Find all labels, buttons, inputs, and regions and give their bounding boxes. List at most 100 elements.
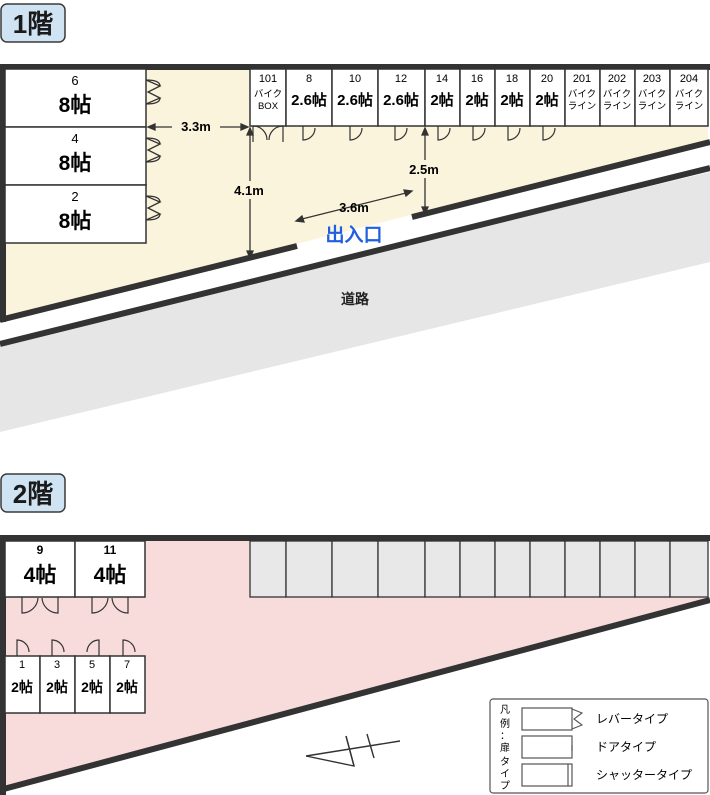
unit-12-size: 2.6帖: [383, 91, 419, 109]
unit-101-number: 101: [259, 73, 277, 85]
unit-202-line2: ライン: [603, 101, 632, 112]
unit-10-size: 2.6帖: [337, 91, 373, 109]
room-5-number: 5: [89, 659, 95, 671]
dim-3-3m: 3.3m: [181, 119, 211, 134]
unit-18-number: 18: [506, 73, 518, 85]
unit-203-line2: ライン: [638, 101, 667, 112]
unit-203-number: 203: [643, 73, 661, 85]
double-door-icons: [21, 597, 129, 614]
unit-202[interactable]: [599, 68, 636, 127]
room-5[interactable]: [74, 655, 111, 714]
unit-202-number: 202: [608, 73, 626, 85]
room-11-size: 4帖: [94, 564, 127, 587]
legend-door-label: ドアタイプ: [596, 740, 656, 754]
room-1-number: 1: [19, 659, 25, 671]
room-11[interactable]: [74, 540, 146, 598]
legend-door-icon: [521, 735, 573, 759]
unit-8-size: 2.6帖: [291, 91, 327, 109]
unit-14-number: 14: [436, 73, 448, 85]
room-1-size: 2帖: [11, 679, 33, 695]
unit-201[interactable]: [564, 68, 601, 127]
unit-20-size: 2帖: [535, 91, 558, 109]
unit-201-line1: バイク: [568, 89, 596, 100]
room-4-size: 8帖: [59, 152, 92, 175]
legend-heading-7: プ: [500, 780, 510, 792]
entrance-label: 出入口: [325, 223, 382, 246]
unit-203-line1: バイク: [638, 89, 666, 100]
legend-heading-2: 例: [500, 717, 510, 730]
unit-8-number: 8: [306, 73, 312, 85]
room-6-number: 6: [71, 73, 78, 88]
legend-heading-6: イ: [500, 769, 510, 780]
north-arrow-icon: [305, 733, 401, 767]
room-6[interactable]: [4, 68, 147, 128]
room-3[interactable]: [39, 655, 76, 714]
floor2-badge: 2階: [0, 473, 66, 513]
road-label: 道路: [341, 291, 370, 307]
legend-shutter-label: シャッタータイプ: [596, 768, 692, 782]
floor2-small-rooms: 1 3 5 7 2帖 2帖 2帖 2帖: [4, 639, 146, 714]
floor1-bottom-wall-right: [411, 139, 710, 220]
legend-shutter-icon: [521, 763, 573, 787]
dimension-lines: [146, 123, 429, 260]
unit-101[interactable]: [249, 68, 287, 127]
room-11-number: 11: [104, 543, 117, 557]
road-edge: [0, 165, 710, 347]
room-7-size: 2帖: [116, 679, 138, 695]
floor1-bottom-wall-left: [0, 243, 298, 323]
unit-202-line1: バイク: [603, 89, 631, 100]
unit-16-number: 16: [471, 73, 483, 85]
dim-3-6m: 3.6m: [339, 200, 369, 215]
room-6-size: 8帖: [59, 94, 92, 117]
unit-204-line2: ライン: [675, 101, 704, 112]
legend-heading-1: 凡: [500, 704, 510, 716]
floor1-title: 1階: [13, 9, 53, 39]
legend-lever-label: レバータイプ: [596, 712, 668, 726]
floor1-big-rooms: 6 8帖 4 8帖 2 8帖: [4, 68, 162, 244]
lever-door-icons: [145, 79, 162, 221]
room-9[interactable]: [4, 540, 76, 598]
room-2[interactable]: [4, 184, 147, 244]
room-2-number: 2: [71, 189, 78, 204]
room-7[interactable]: [109, 655, 146, 714]
floor1-units: 101 8 10 12 14 16 18 20 201 202 203 204 …: [249, 68, 709, 142]
unit-10[interactable]: [331, 68, 379, 127]
room-7-number: 7: [124, 659, 130, 671]
legend: 凡 例 ： 扉 タ イ プ レバータイプ ドアタイプ シャッタータイプ: [489, 698, 709, 794]
unit-8[interactable]: [285, 68, 333, 127]
room-3-number: 3: [54, 659, 60, 671]
unit-101-line1: バイク: [254, 89, 282, 100]
unit-204[interactable]: [669, 68, 709, 127]
dim-4-1m-bg: [227, 181, 271, 199]
unit-10-number: 10: [349, 73, 361, 85]
legend-heading-3: ：: [500, 731, 510, 742]
room-1[interactable]: [4, 655, 41, 714]
unit-101-line2: BOX: [258, 101, 279, 112]
floor2-title: 2階: [13, 479, 53, 509]
unit-201-number: 201: [573, 73, 591, 85]
unit-20[interactable]: [529, 68, 566, 127]
unit-16-size: 2帖: [465, 91, 488, 109]
unit-12[interactable]: [377, 68, 426, 127]
unit-204-line1: バイク: [675, 89, 703, 100]
legend-heading-4: 扉: [500, 741, 510, 754]
unit-12-number: 12: [395, 73, 407, 85]
dim-2-5m: 2.5m: [409, 162, 439, 177]
dim-4-1m: 4.1m: [234, 183, 264, 198]
room-4[interactable]: [4, 126, 147, 186]
floor2-upper-cells: [249, 540, 709, 598]
unit-18[interactable]: [494, 68, 531, 127]
legend-lever-swing-icon: [571, 708, 584, 730]
unit-14[interactable]: [424, 68, 461, 127]
legend-heading-5: タ: [500, 756, 510, 768]
unit-201-line2: ライン: [568, 101, 597, 112]
unit-20-number: 20: [541, 73, 553, 85]
floor2-area: [3, 538, 708, 790]
room-5-size: 2帖: [81, 679, 103, 695]
unit-204-number: 204: [680, 73, 698, 85]
room-3-size: 2帖: [46, 679, 68, 695]
dim-3-3m-bg: [172, 117, 220, 135]
road: [0, 172, 710, 432]
room-9-number: 9: [37, 543, 44, 557]
unit-18-size: 2帖: [500, 91, 523, 109]
